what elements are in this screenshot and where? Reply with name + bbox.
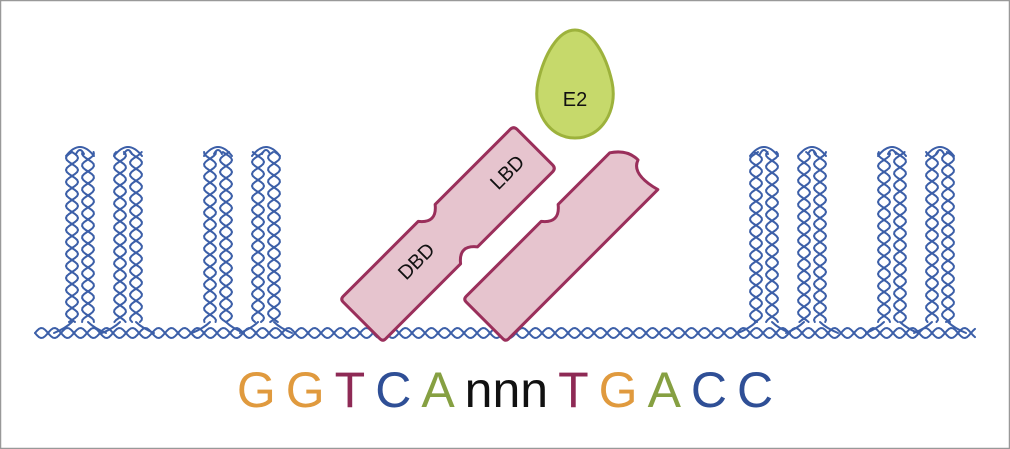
- receptor-right-shape: [463, 150, 660, 342]
- dna-hairpin-strand-b: [797, 151, 811, 323]
- sequence-letter-5: nnn: [465, 362, 548, 418]
- dna-hairpin-strand-a: [797, 151, 811, 323]
- receptor-monomer-right: [463, 150, 660, 342]
- sequence-letter-10: C: [737, 362, 773, 418]
- dna-hairpin-foot: [737, 321, 757, 334]
- dna-hairpin-strand-a: [876, 151, 892, 323]
- dna-hairpin-strand-b: [925, 151, 939, 323]
- dna-double-helix: [34, 146, 976, 340]
- ligand-label: E2: [563, 89, 587, 111]
- sequence-letter-1: G: [286, 362, 325, 418]
- dna-hairpin-loop: [925, 146, 955, 157]
- dna-hairpin-strand-b: [203, 151, 217, 323]
- sequence-letter-3: C: [375, 362, 411, 418]
- dna-hairpin-strand-b: [749, 151, 763, 323]
- dna-hairpin-loop: [203, 146, 233, 157]
- dna-hairpin-strand-d: [81, 151, 95, 323]
- dna-hairpin-foot: [865, 321, 885, 334]
- dna-hairpin-foot: [785, 321, 805, 334]
- sequence-letter-6: T: [558, 362, 589, 418]
- dna-hairpin-foot: [135, 321, 155, 334]
- dna-hairpin-strand-d: [941, 151, 955, 323]
- dna-hairpin-foot: [101, 321, 121, 334]
- dna-hairpin-strand-c: [893, 151, 907, 323]
- dna-hairpin-strand-c: [218, 151, 234, 323]
- dna-hairpin-foot: [53, 321, 73, 334]
- dna-hairpin-loop-inner: [759, 149, 769, 155]
- dna-hairpin-foot: [947, 321, 967, 334]
- dna-hairpin-loop-inner: [213, 149, 223, 155]
- ligand-e2-shape: [535, 28, 615, 140]
- receptor-left-shape: [340, 126, 556, 342]
- dna-hairpin-strand-c: [765, 151, 779, 323]
- dna-hairpin-strand-d: [129, 151, 143, 323]
- dna-hairpin-loop: [877, 146, 907, 157]
- dna-hairpin-loop: [113, 146, 143, 157]
- sequence-letter-0: G: [237, 362, 276, 418]
- dna-hairpin-foot: [899, 321, 919, 334]
- dna-hairpin-strand-d: [267, 151, 281, 323]
- dna-hairpin-strand-d: [812, 151, 828, 323]
- dna-hairpin-foot: [87, 321, 107, 334]
- dna-hairpin-strand-b: [113, 151, 127, 323]
- dna-hairpin-strand-b: [64, 151, 80, 323]
- dna-hairpin-foot: [191, 321, 211, 334]
- dna-hairpin-loop-inner: [807, 149, 817, 155]
- dna-hairpin-loop-inner: [261, 149, 271, 155]
- dna-hairpin-loop: [251, 146, 281, 157]
- dna-hairpin-strand-a: [64, 151, 80, 323]
- dna-hairpin-loop-inner: [887, 149, 897, 155]
- dna-hairpin-loop-inner: [123, 149, 133, 155]
- dna-hairpin-loop: [797, 146, 827, 157]
- sequence-letter-8: A: [648, 362, 682, 418]
- sequence-letter-2: T: [335, 362, 366, 418]
- dna-hairpin-loop: [65, 146, 95, 157]
- dna-hairpin-foot: [273, 321, 293, 334]
- dna-hairpin-loop-inner: [935, 149, 945, 155]
- dna-hairpin-foot: [913, 321, 933, 334]
- dna-hairpin-strand-b: [876, 151, 892, 323]
- sequence-letter-9: C: [691, 362, 727, 418]
- dna-hairpin-strand-c: [267, 151, 281, 323]
- dna-hairpin-foot: [819, 321, 839, 334]
- dna-hairpin-strand-b: [250, 151, 266, 323]
- dna-hairpin-loop: [749, 146, 779, 157]
- dna-hairpin-strand-a: [203, 151, 217, 323]
- dna-hairpin-strand-d: [218, 151, 234, 323]
- receptor-monomer-left: [340, 126, 556, 342]
- dna-hairpin-strand-d: [765, 151, 779, 323]
- dna-hairpin-loop-inner: [75, 149, 85, 155]
- dna-hairpin-strand-c: [81, 151, 95, 323]
- sequence-letter-4: A: [421, 362, 455, 418]
- sequence-letter-7: G: [599, 362, 638, 418]
- dna-hairpin-strand-d: [893, 151, 907, 323]
- dna-hairpin-strand-a: [925, 151, 939, 323]
- dna-hairpin-foot: [239, 321, 259, 334]
- dna-hairpin-strand-c: [812, 151, 828, 323]
